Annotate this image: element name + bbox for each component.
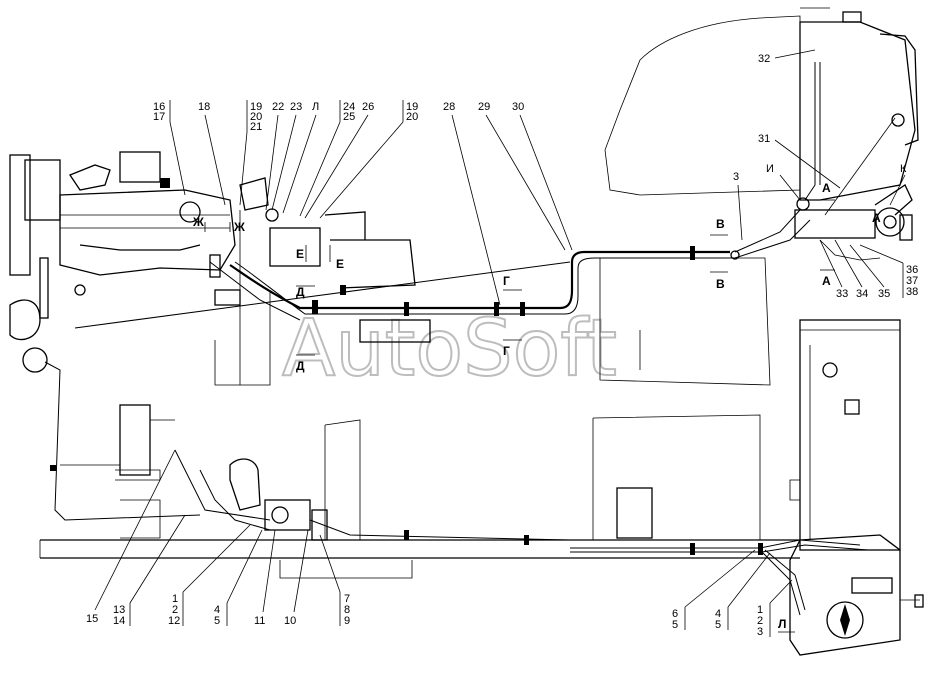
callout-32: 32 — [758, 53, 770, 65]
section-v-top: В — [716, 217, 725, 231]
cab-outline — [604, 15, 801, 196]
callout-19b: 19 — [406, 101, 418, 113]
callouts-top: 16 17 18 19 20 21 22 23 Л 24 25 26 19 20 — [153, 100, 573, 306]
callout-24: 24 — [343, 101, 355, 113]
callout-3b: 3 — [757, 626, 763, 638]
callout-6: 6 — [672, 608, 678, 620]
callout-18: 18 — [198, 101, 210, 113]
callout-8: 8 — [344, 604, 350, 616]
engine-block — [9, 151, 236, 341]
callout-35: 35 — [878, 288, 890, 300]
section-a-top: А — [822, 181, 831, 195]
callout-22: 22 — [272, 101, 284, 113]
callout-16: 16 — [153, 101, 165, 113]
section-zh-left: Ж — [192, 215, 204, 229]
callout-1a: 1 — [172, 593, 178, 605]
injection-pump — [214, 177, 431, 386]
section-zh-right: Ж — [233, 220, 245, 234]
callout-11: 11 — [254, 615, 265, 627]
section-v-bottom: В — [716, 277, 725, 291]
callout-14: 14 — [113, 615, 125, 627]
callout-20a: 20 — [250, 111, 262, 123]
callout-K: К — [900, 163, 907, 175]
callout-29: 29 — [478, 101, 490, 113]
pump-assembly-upper — [794, 184, 913, 261]
callout-33: 33 — [836, 288, 848, 300]
callout-5a: 5 — [214, 615, 220, 627]
callout-4b: 4 — [715, 608, 721, 620]
callout-23: 23 — [290, 101, 302, 113]
callouts-right: 32 31 3 И К 33 34 35 36 37 38 — [733, 49, 918, 300]
callout-2b: 2 — [757, 615, 763, 627]
section-d-bottom: Д — [296, 359, 305, 373]
section-markers: Ж Ж Е Е Д Д Г Г В В А А А Л — [192, 181, 881, 633]
callout-13: 13 — [113, 604, 125, 616]
section-g-bottom: Г — [503, 344, 510, 358]
callout-28: 28 — [443, 101, 455, 113]
callouts-bottom: 15 13 14 1 2 12 4 5 11 10 7 8 9 6 5 4 5 … — [86, 449, 793, 638]
callout-30: 30 — [512, 101, 524, 113]
callout-9: 9 — [344, 615, 350, 627]
callout-I: И — [766, 163, 774, 175]
section-a-pump: А — [872, 211, 881, 225]
fuel-lines-upper — [74, 209, 811, 329]
callout-L: Л — [312, 101, 319, 113]
callout-4a: 4 — [214, 604, 220, 616]
section-a-bottom: А — [822, 274, 831, 288]
callout-7: 7 — [344, 593, 350, 605]
callout-34: 34 — [856, 288, 868, 300]
callout-25: 25 — [343, 111, 355, 123]
callout-10: 10 — [284, 615, 296, 627]
callout-37: 37 — [906, 275, 918, 287]
callout-21: 21 — [250, 121, 262, 133]
callout-20b: 20 — [406, 111, 418, 123]
callout-36: 36 — [906, 264, 918, 276]
fuel-tank-lower — [570, 319, 924, 656]
section-g-top: Г — [503, 274, 510, 288]
callout-5b: 5 — [672, 619, 678, 631]
callout-12: 12 — [168, 615, 180, 627]
callout-17: 17 — [153, 111, 165, 123]
callout-19a: 19 — [250, 101, 262, 113]
lower-left-components — [22, 347, 571, 545]
callout-1b: 1 — [757, 604, 763, 616]
chassis-frame — [39, 257, 800, 579]
watermark: AutoSoft — [282, 304, 617, 394]
callout-38: 38 — [906, 286, 918, 298]
section-d-top: Д — [296, 285, 305, 299]
callout-31: 31 — [758, 133, 770, 145]
callout-5c: 5 — [715, 619, 721, 631]
callout-3: 3 — [733, 171, 739, 183]
callout-26: 26 — [362, 101, 374, 113]
section-e-right: Е — [336, 257, 344, 271]
section-l-bottom: Л — [778, 617, 786, 631]
fuel-tank-upper — [799, 7, 919, 216]
callout-2a: 2 — [172, 604, 178, 616]
callout-15: 15 — [86, 613, 98, 625]
section-e-left: Е — [296, 247, 304, 261]
